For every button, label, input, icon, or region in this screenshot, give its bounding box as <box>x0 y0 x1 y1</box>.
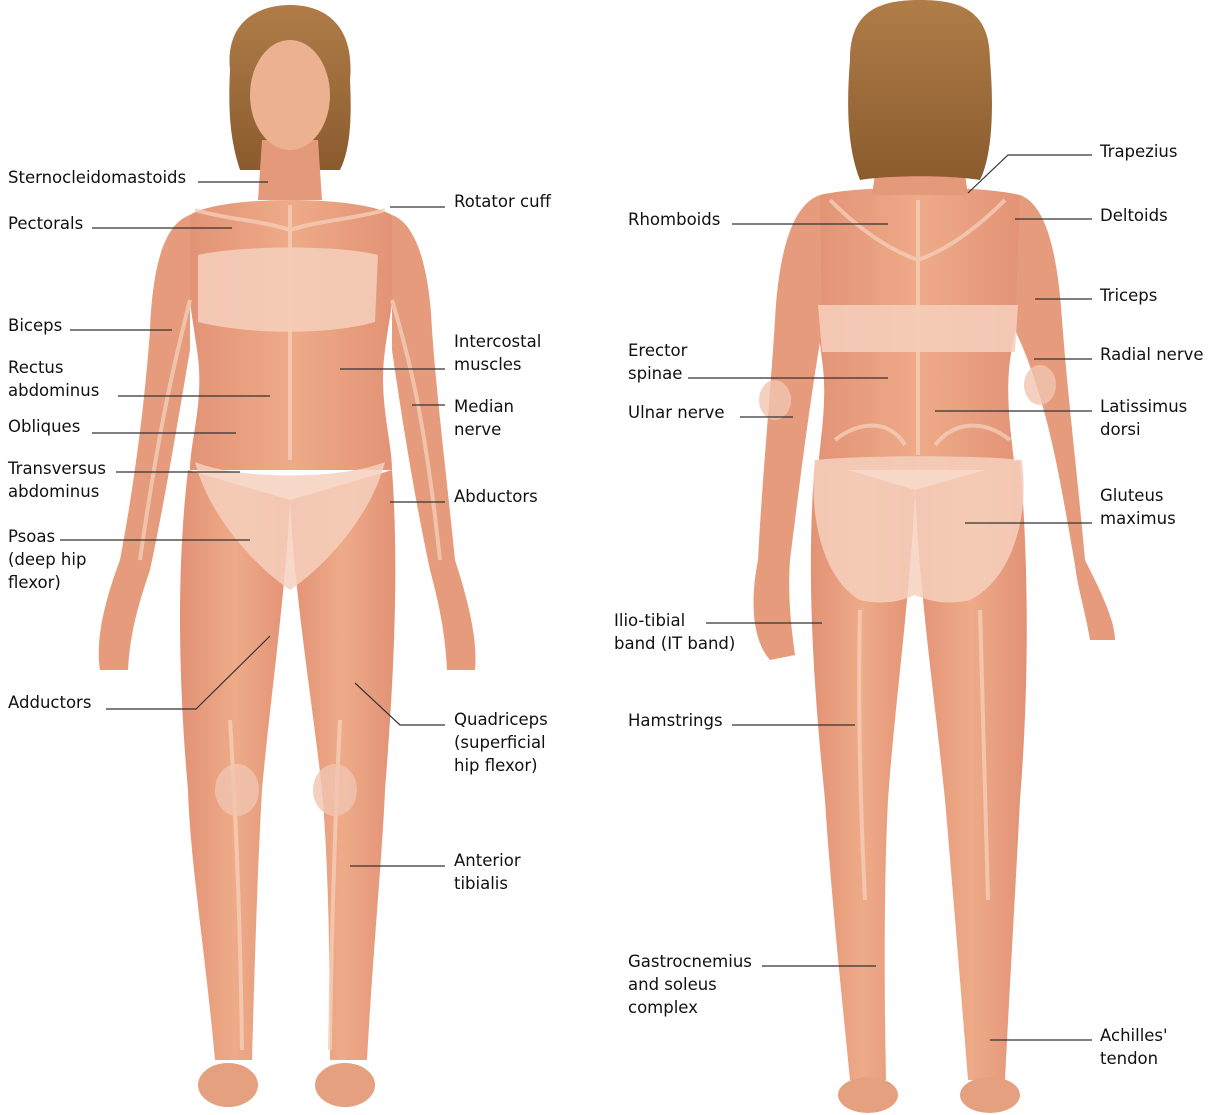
label-intercostal-muscles: Intercostal muscles <box>454 330 541 376</box>
label-transversus-abdominus: Transversus abdominus <box>8 457 106 503</box>
front-knee-left <box>215 764 259 816</box>
label-erector-spinae: Erector spinae <box>628 339 687 385</box>
label-radial-nerve: Radial nerve <box>1100 343 1204 366</box>
label-psoas: Psoas (deep hip flexor) <box>8 525 86 594</box>
back-foot-left <box>838 1077 898 1113</box>
back-hair <box>848 0 992 180</box>
label-rhomboids: Rhomboids <box>628 208 720 231</box>
back-foot-right <box>960 1077 1020 1113</box>
label-rotator-cuff: Rotator cuff <box>454 190 551 213</box>
back-elbow-right <box>1024 365 1056 405</box>
label-triceps: Triceps <box>1100 284 1157 307</box>
label-deltoids: Deltoids <box>1100 204 1168 227</box>
label-abductors: Abductors <box>454 485 538 508</box>
label-latissimus-dorsi: Latissimus dorsi <box>1100 395 1187 441</box>
label-rectus-abdominus: Rectus abdominus <box>8 356 99 402</box>
front-face <box>250 40 330 150</box>
label-sternocleidomastoids: Sternocleidomastoids <box>8 166 186 189</box>
label-ilio-tibial-band: Ilio-tibial band (IT band) <box>614 609 735 655</box>
front-knee-right <box>313 764 357 816</box>
front-foot-left <box>198 1063 258 1107</box>
label-gastrocnemius: Gastrocnemius and soleus complex <box>628 950 752 1019</box>
front-foot-right <box>315 1063 375 1107</box>
label-pectorals: Pectorals <box>8 212 83 235</box>
back-briefs <box>813 456 1023 602</box>
label-anterior-tibialis: Anterior tibialis <box>454 849 521 895</box>
label-quadriceps: Quadriceps (superficial hip flexor) <box>454 708 548 777</box>
label-biceps: Biceps <box>8 314 62 337</box>
label-adductors: Adductors <box>8 691 91 714</box>
label-achilles-tendon: Achilles' tendon <box>1100 1024 1168 1070</box>
back-body-figure <box>754 0 1115 1113</box>
label-obliques: Obliques <box>8 415 80 438</box>
label-gluteus-maximus: Gluteus maximus <box>1100 484 1176 530</box>
label-hamstrings: Hamstrings <box>628 709 723 732</box>
front-arm-right <box>392 215 476 670</box>
label-median-nerve: Median nerve <box>454 395 514 441</box>
front-arm-left <box>99 215 190 670</box>
back-elbow-left <box>759 380 791 420</box>
label-trapezius: Trapezius <box>1100 140 1177 163</box>
label-ulnar-nerve: Ulnar nerve <box>628 401 725 424</box>
